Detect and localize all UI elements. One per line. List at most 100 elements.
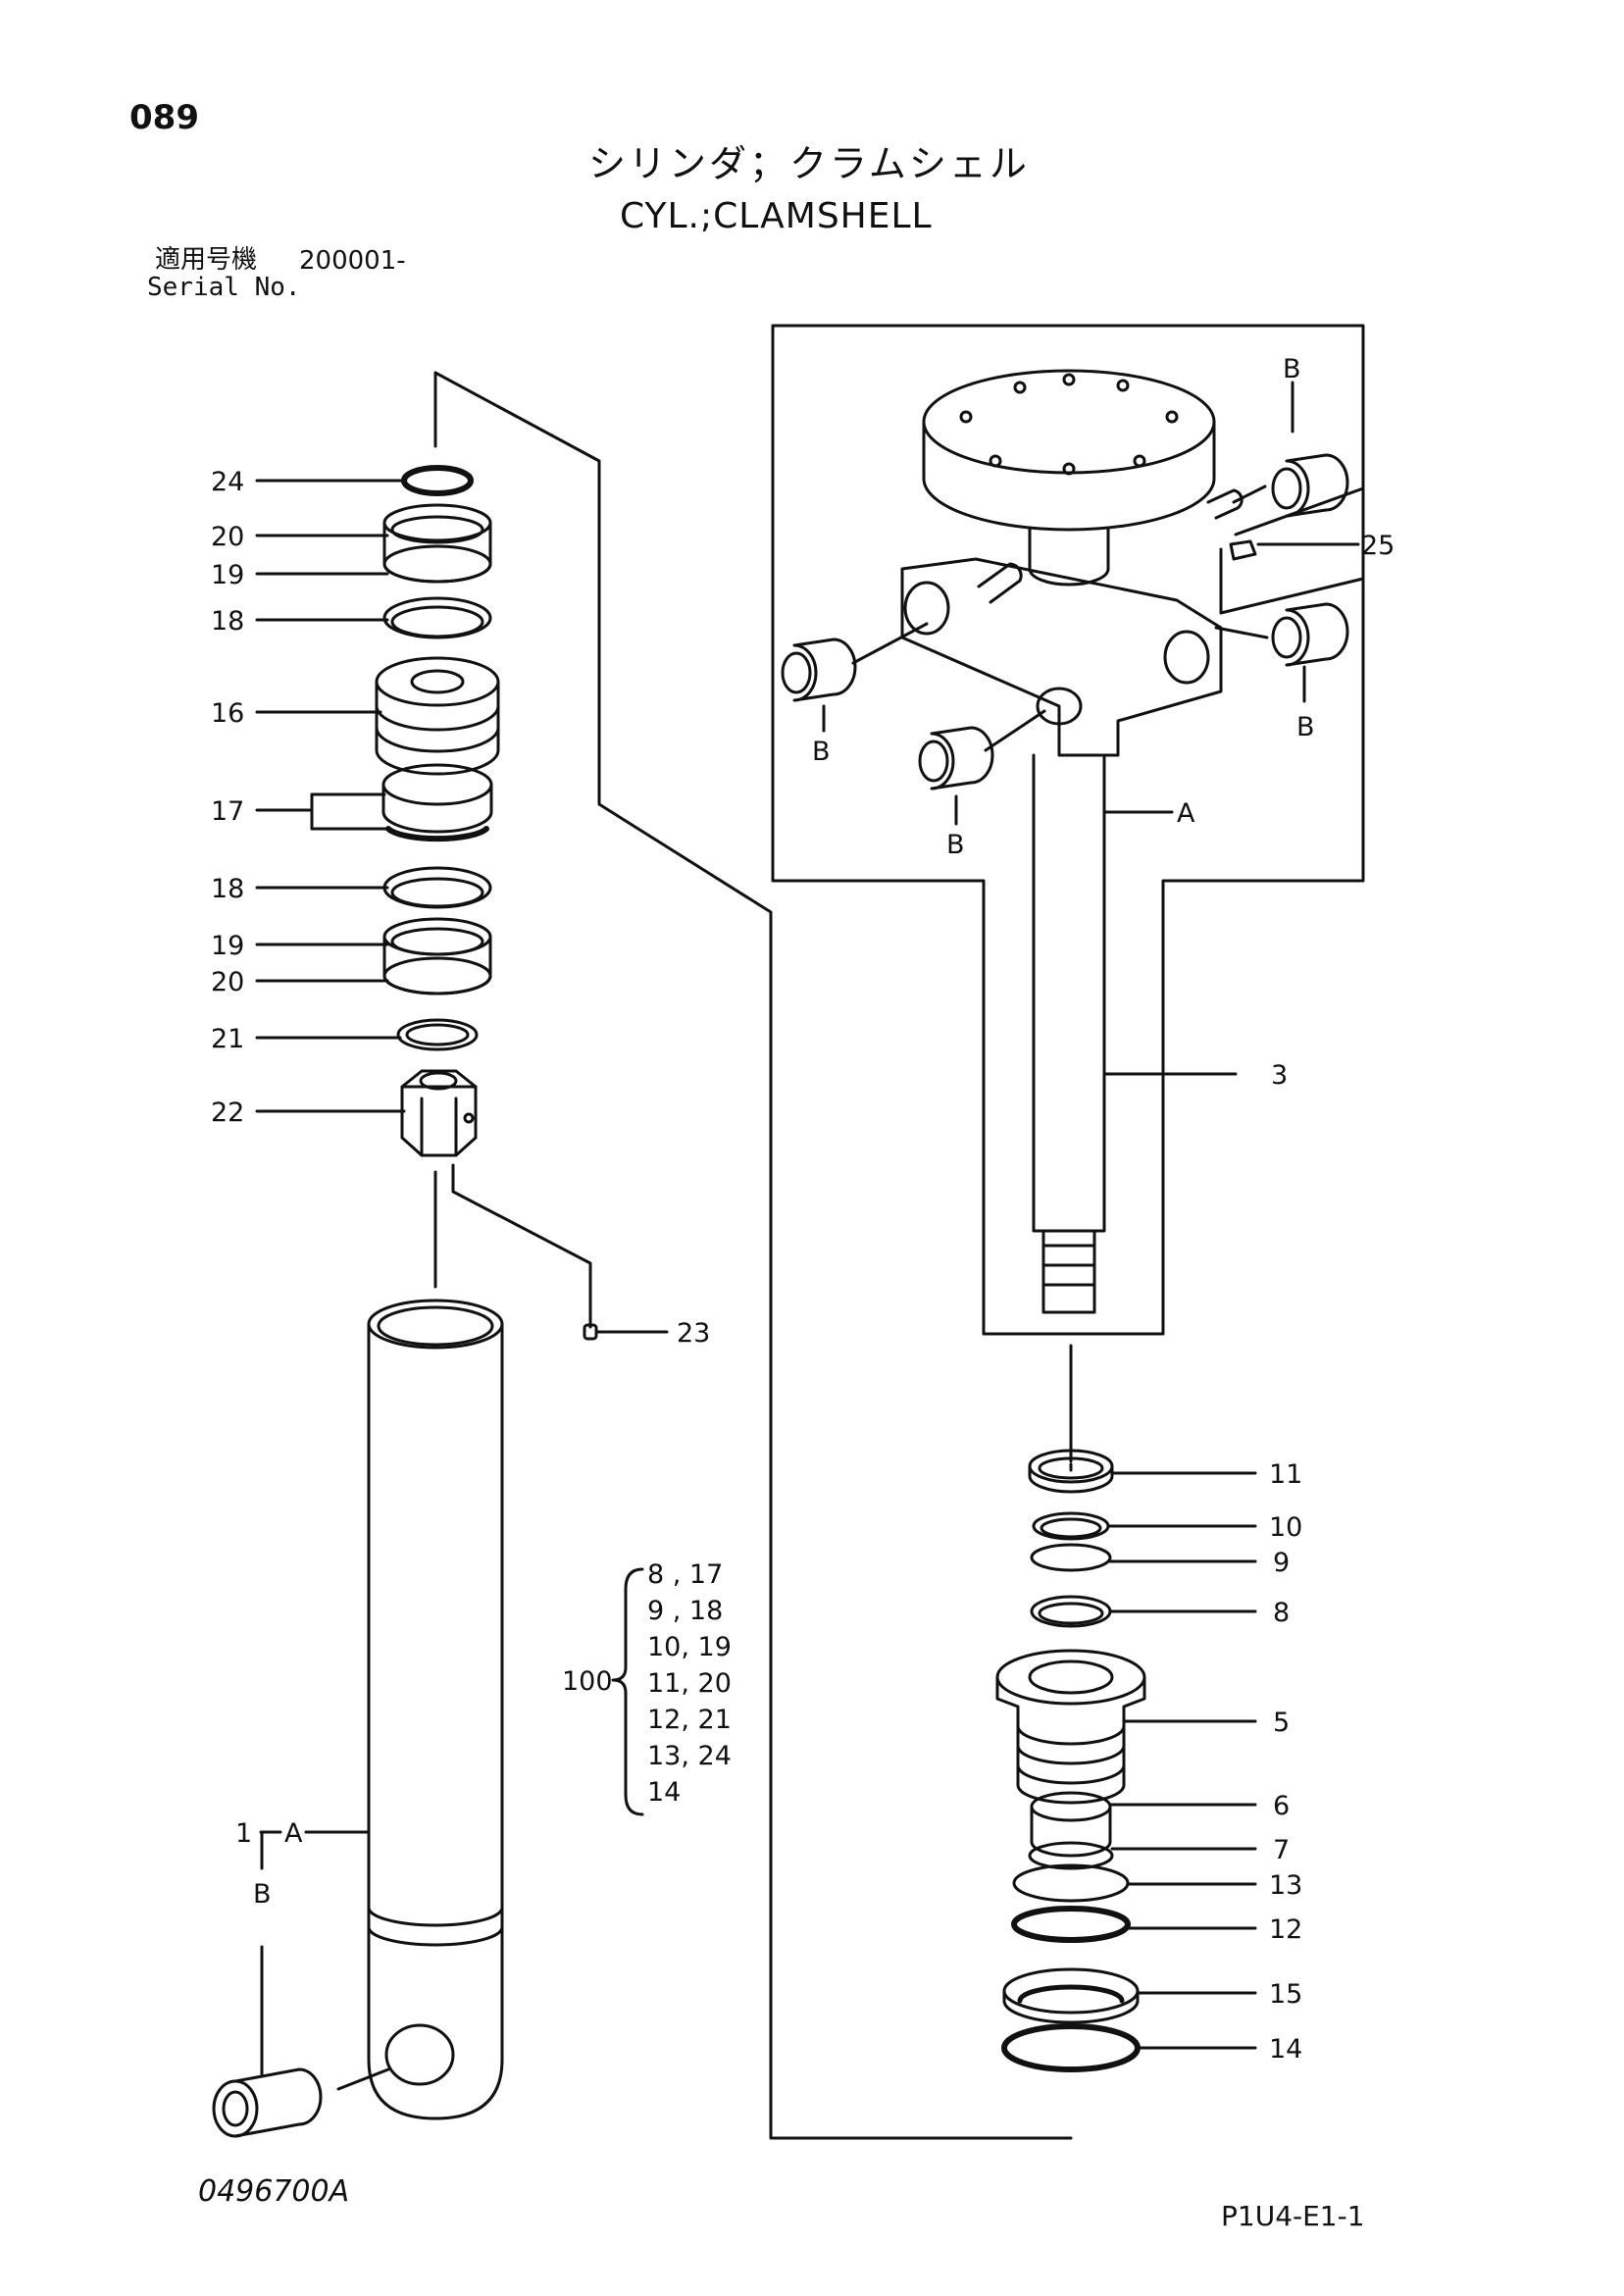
callout-tube-a: A bbox=[284, 1818, 303, 1849]
washer-21 bbox=[396, 1018, 479, 1051]
piston-16-top bbox=[375, 656, 500, 707]
drawing-code: 0496700A bbox=[198, 2174, 350, 2209]
flange-bolt-hole bbox=[1165, 410, 1179, 424]
grease-fitting-25 bbox=[1229, 539, 1257, 561]
rod-bushing bbox=[930, 726, 994, 791]
kit-number: 100 bbox=[562, 1666, 613, 1697]
callout-22: 22 bbox=[211, 1097, 244, 1128]
callout-b-left: B bbox=[812, 737, 831, 767]
tube-bushing-face bbox=[212, 2079, 259, 2138]
ring-7 bbox=[1028, 1841, 1114, 1870]
gland-5-thread bbox=[1016, 1724, 1126, 1746]
callout-24: 24 bbox=[211, 467, 244, 497]
callout-12: 12 bbox=[1269, 1914, 1302, 1945]
serial-value: 200001- bbox=[299, 246, 406, 276]
kit-item: 13, 24 bbox=[647, 1741, 732, 1771]
callout-13: 13 bbox=[1269, 1870, 1302, 1901]
ring-15-inner bbox=[1017, 1984, 1125, 2004]
nut-22-hole bbox=[463, 1112, 475, 1124]
callout-rod-a: A bbox=[1177, 798, 1195, 829]
rod-flange-side bbox=[922, 420, 1216, 532]
rod-bushing-bore bbox=[918, 740, 949, 783]
callout-16: 16 bbox=[211, 698, 244, 729]
assembly-outline bbox=[433, 324, 1365, 2140]
callout-15: 15 bbox=[1269, 1979, 1302, 2010]
title-english: CYL.;CLAMSHELL bbox=[620, 196, 933, 236]
callout-labels: 24 20 19 18 16 17 18 19 20 21 22 23 1 A … bbox=[211, 354, 1395, 2065]
sheet-code: P1U4-E1-1 bbox=[1221, 2200, 1365, 2232]
flange-bolt-hole bbox=[1133, 454, 1146, 468]
seal-17-side bbox=[381, 783, 493, 834]
grease-group-line bbox=[1219, 547, 1365, 615]
callout-18: 18 bbox=[211, 606, 244, 637]
bushing-leader bbox=[336, 2067, 390, 2091]
title-japanese: シリンダ；クラムシェル bbox=[588, 142, 1030, 185]
callout-25: 25 bbox=[1361, 531, 1395, 561]
tube-band-1 bbox=[367, 1906, 504, 1927]
piston-rod-assembly bbox=[781, 369, 1365, 1314]
rod-neck bbox=[1028, 526, 1110, 587]
nut-22 bbox=[400, 1069, 478, 1157]
bushing-b-leader bbox=[851, 622, 929, 665]
callout-23: 23 bbox=[677, 1318, 710, 1349]
ring-12 bbox=[1011, 1906, 1131, 1943]
flange-bolt-hole bbox=[1062, 462, 1076, 476]
flange-bolt-hole bbox=[1062, 373, 1076, 386]
kit-item: 8 , 17 bbox=[647, 1559, 723, 1590]
rod-bushing bbox=[792, 638, 857, 702]
tube-clevis-end bbox=[367, 2058, 504, 2120]
bushing-6 bbox=[1030, 1791, 1112, 1822]
wiper-11-side bbox=[1028, 1464, 1114, 1494]
o-ring-14 bbox=[1001, 2023, 1141, 2072]
ring-20-lower bbox=[382, 956, 492, 995]
yoke-port-left bbox=[977, 562, 1023, 604]
callout-b-top-right: B bbox=[1283, 354, 1301, 384]
callout-18-lower: 18 bbox=[211, 874, 244, 904]
gland-seal-stack bbox=[995, 1449, 1146, 2072]
ring-20-top-inner bbox=[390, 515, 484, 544]
gland-5-flange bbox=[995, 1649, 1146, 1706]
callout-21: 21 bbox=[211, 1024, 244, 1054]
callout-17: 17 bbox=[211, 796, 244, 827]
bushing-b-leader bbox=[1214, 626, 1269, 639]
ring-19-top bbox=[382, 544, 492, 584]
callout-b-right: B bbox=[1296, 712, 1315, 742]
ring-18-top-inner bbox=[390, 605, 484, 638]
flange-bolt-hole bbox=[1013, 381, 1027, 394]
callout-7: 7 bbox=[1273, 1835, 1290, 1865]
kit-item: 11, 20 bbox=[647, 1668, 732, 1699]
tube-pin-eye bbox=[384, 2023, 455, 2086]
callout-10: 10 bbox=[1269, 1512, 1302, 1543]
callout-9: 9 bbox=[1273, 1548, 1290, 1578]
bushing-6-side bbox=[1030, 1805, 1112, 1858]
seal-17-top bbox=[381, 763, 493, 806]
yoke-eye-front bbox=[1036, 687, 1083, 726]
ring-8-inner bbox=[1038, 1602, 1104, 1625]
tube-bushing-bore bbox=[222, 2090, 249, 2127]
tube-bore bbox=[377, 1305, 494, 1347]
right-callout-leaders bbox=[259, 542, 1360, 2050]
rod-group-frame bbox=[771, 324, 1365, 1336]
gland-5-bore bbox=[1028, 1659, 1114, 1695]
gland-5-body bbox=[995, 1675, 1146, 1805]
ring-9 bbox=[1030, 1543, 1112, 1572]
ring-13 bbox=[1012, 1863, 1130, 1903]
o-ring-24 bbox=[401, 465, 474, 496]
flange-bolt-hole bbox=[959, 410, 973, 424]
left-callout-leaders bbox=[255, 479, 669, 1334]
page-number: 089 bbox=[129, 98, 199, 137]
cylinder-tube bbox=[212, 1299, 504, 2138]
callout-20-lower: 20 bbox=[211, 967, 244, 997]
rod-shoulder bbox=[1032, 1214, 1106, 1233]
nut-22-bore bbox=[419, 1071, 458, 1091]
ring-18-lower-inner bbox=[390, 877, 484, 908]
kit-item: 10, 19 bbox=[647, 1632, 732, 1662]
piston-16-groove-2 bbox=[375, 726, 500, 753]
grease-group-line bbox=[1234, 486, 1365, 536]
rod-thread bbox=[1041, 1229, 1096, 1314]
left-frame-line bbox=[433, 371, 1073, 2140]
flange-bolt-hole bbox=[1116, 379, 1130, 392]
yoke-port-right bbox=[1206, 488, 1243, 520]
callout-tube-b: B bbox=[253, 1879, 272, 1910]
rod-bushing bbox=[1285, 453, 1349, 518]
